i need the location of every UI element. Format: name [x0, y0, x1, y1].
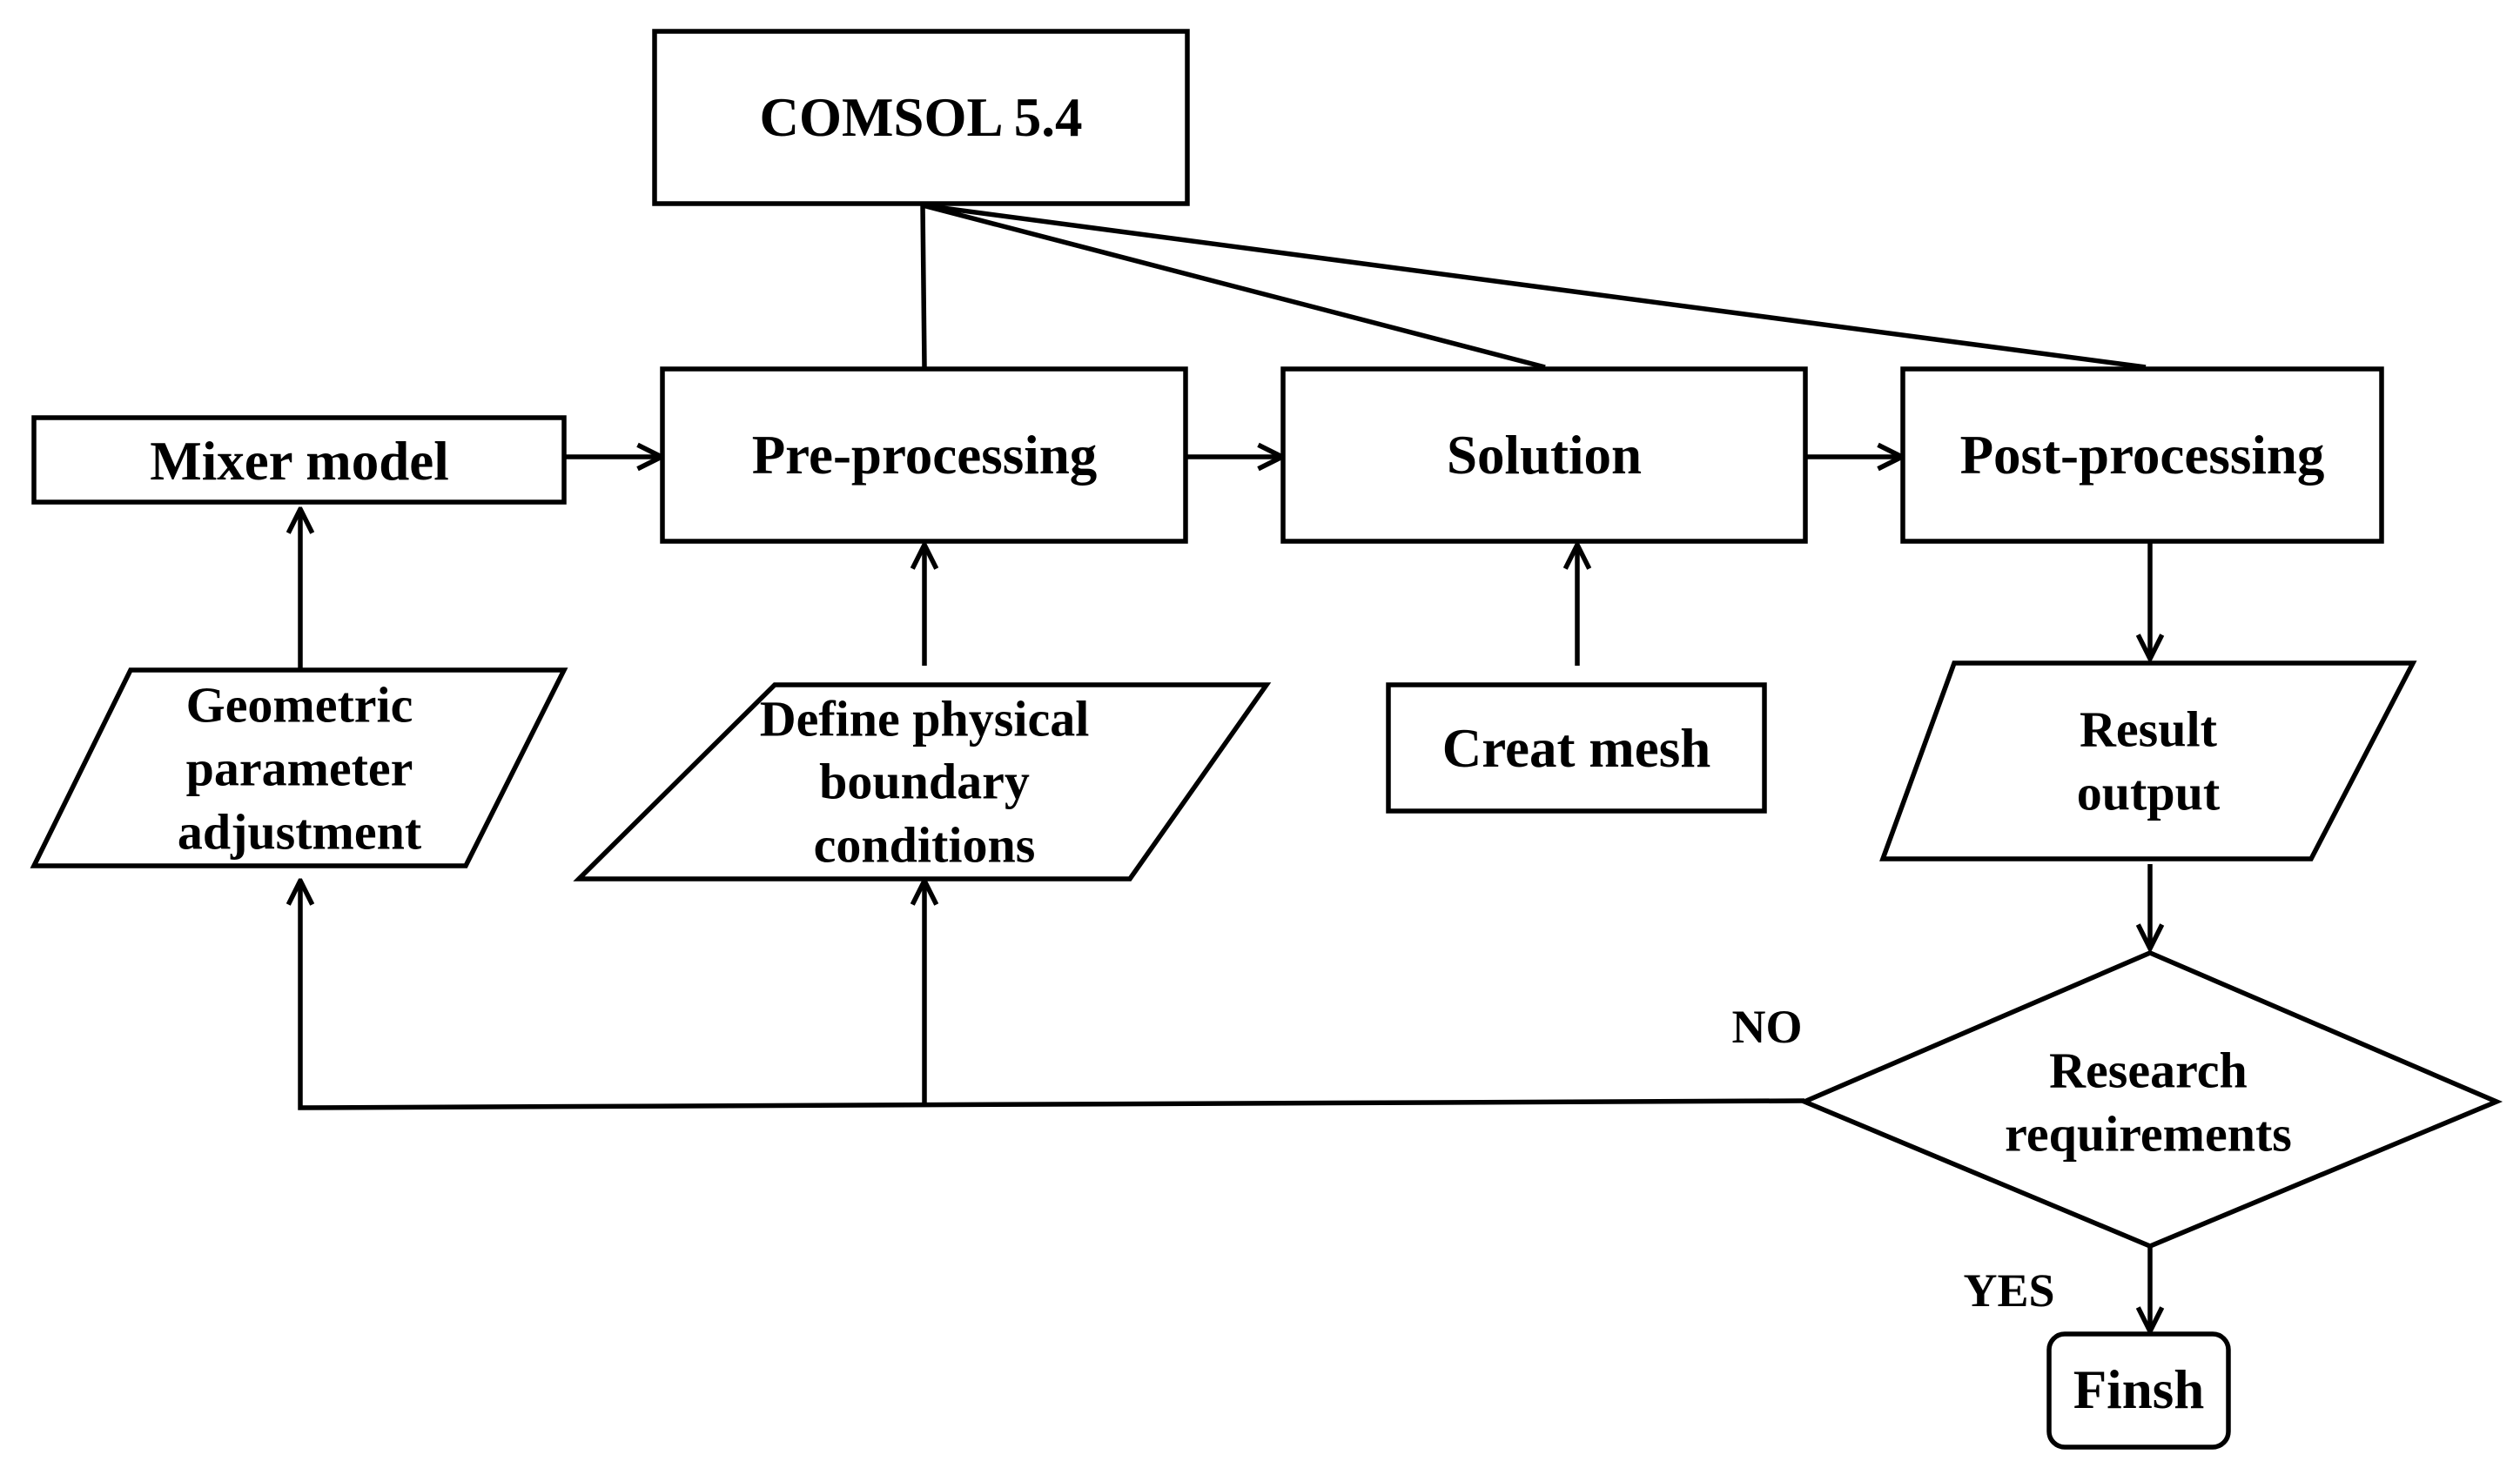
node-post-processing: Post-processing — [1900, 366, 2384, 544]
node-geometric-adjustment: Geometric parameter adjustment — [30, 667, 568, 868]
node-solution: Solution — [1280, 366, 1808, 544]
mixer-model-label: Mixer model — [150, 431, 449, 492]
research-line-2: requirements — [2005, 1106, 2292, 1163]
link-comsol-preprocessing — [920, 204, 927, 368]
node-creat-mesh: Creat mesh — [1386, 682, 1767, 814]
post-processing-label: Post-processing — [1960, 425, 2325, 486]
input-arrows — [300, 509, 1577, 670]
node-result-output: Result output — [1879, 660, 2417, 861]
node-define-physical: Define physical boundary conditions — [573, 682, 1272, 881]
no-label: NO — [1732, 1001, 1803, 1053]
creat-mesh-label: Creat mesh — [1442, 718, 1711, 779]
finsh-label: Finsh — [2073, 1359, 2205, 1420]
comsol-links — [920, 203, 2147, 370]
comsol-label: COMSOL 5.4 — [759, 87, 1082, 148]
node-finsh: Finsh — [2046, 1331, 2231, 1450]
define-physical-line-3: conditions — [814, 817, 1036, 874]
node-comsol: COMSOL 5.4 — [652, 29, 1190, 206]
research-line-1: Research — [2049, 1042, 2248, 1099]
define-physical-line-1: Define physical — [760, 691, 1090, 747]
result-output-line-1: Result — [2080, 701, 2218, 758]
node-pre-processing: Pre-processing — [660, 366, 1188, 544]
link-comsol-postprocessing — [922, 203, 2147, 370]
define-physical-line-2: boundary — [819, 754, 1030, 810]
no-feedback-loop — [300, 881, 1805, 1110]
node-research-requirements: Research requirements — [1798, 950, 2503, 1249]
geometric-line-3: adjustment — [178, 804, 422, 861]
pre-processing-label: Pre-processing — [752, 425, 1098, 486]
yes-label: YES — [1963, 1264, 2054, 1317]
arrow-no-to-geometric — [300, 881, 1805, 1110]
geometric-line-1: Geometric — [186, 677, 413, 734]
result-output-line-2: output — [2077, 765, 2221, 821]
node-mixer-model: Mixer model — [31, 415, 567, 505]
geometric-line-2: parameter — [186, 741, 413, 797]
link-comsol-solution — [922, 203, 1546, 370]
solution-label: Solution — [1447, 425, 1642, 486]
